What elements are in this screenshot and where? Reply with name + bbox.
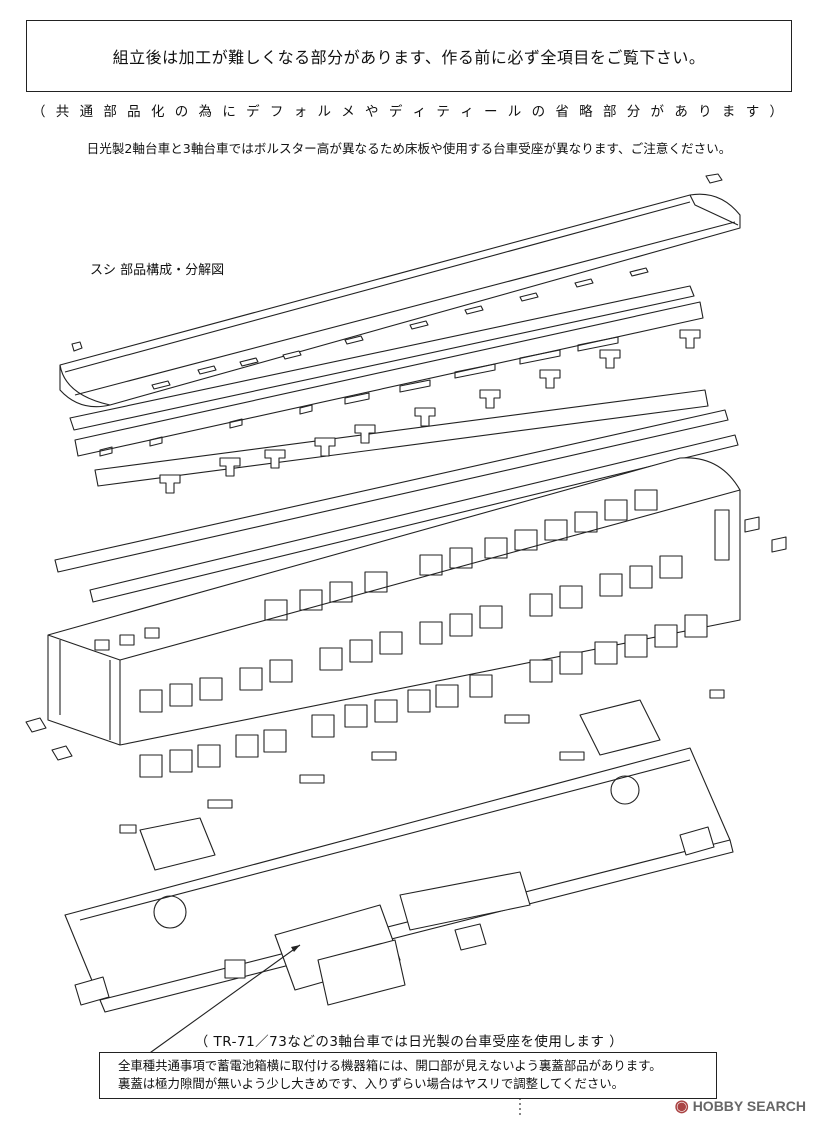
lower-rail-part bbox=[94, 389, 709, 487]
end-part bbox=[744, 516, 760, 533]
gutter-strip-part bbox=[54, 409, 729, 573]
roof-clip-part bbox=[71, 341, 83, 352]
end-part bbox=[51, 745, 73, 761]
leader-line bbox=[139, 944, 301, 1061]
bolster-plate-part bbox=[139, 817, 216, 871]
warning-box: 組立後は加工が難しくなる部分があります、作る前に必ず全項目をご覧下さい。 bbox=[26, 20, 792, 92]
side-rail-part bbox=[69, 285, 695, 431]
step-parts bbox=[119, 689, 725, 834]
ventilator-parts bbox=[159, 329, 701, 494]
arrow-head bbox=[291, 945, 300, 952]
bolster-plate-part bbox=[579, 699, 661, 756]
diagram-title: スシ 部品構成・分解図 bbox=[90, 263, 225, 278]
truck-mount-part bbox=[74, 976, 110, 1006]
roof-clip-part bbox=[705, 173, 723, 184]
hobby-logo-icon: ◉ bbox=[674, 1098, 689, 1115]
simplification-note: （ 共 通 部 品 化 の 為 に デ フ ォ ル メ や デ ィ テ ィ ー … bbox=[31, 104, 787, 120]
watermark: ◉ HOBBY SEARCH bbox=[675, 1096, 806, 1116]
end-part bbox=[25, 717, 47, 733]
roof-fittings bbox=[151, 267, 649, 390]
floor-part bbox=[64, 747, 734, 1013]
roof-part bbox=[59, 193, 741, 408]
footer-note-line: 全車種共通事項で蓄電池箱横に取付ける機器箱には、開口部が見えないよう裏蓋部品があ… bbox=[118, 1058, 662, 1073]
tr71-note: （ TR-71／73などの3軸台車では日光製の台車受座を使用します ） bbox=[194, 1034, 624, 1050]
window-strip-part bbox=[74, 301, 704, 457]
truck-mount-part bbox=[679, 826, 715, 856]
eave-strip-part bbox=[89, 434, 739, 603]
footer-note-box: 全車種共通事項で蓄電池箱横に取付ける機器箱には、開口部が見えないよう裏蓋部品があ… bbox=[99, 1052, 717, 1099]
car-body-part bbox=[47, 457, 741, 746]
warning-text: 組立後は加工が難しくなる部分があります、作る前に必ず全項目をご覧下さい。 bbox=[112, 48, 706, 67]
loose-window-parts bbox=[139, 614, 708, 778]
watermark-text: HOBBY SEARCH bbox=[692, 1098, 806, 1114]
battery-box-part bbox=[224, 871, 531, 1006]
footer-note-line: 裏蓋は極力隙間が無いよう少し大きめです、入りずらい場合はヤスリで調整してください… bbox=[118, 1076, 625, 1091]
end-part bbox=[771, 536, 787, 553]
bolster-note: 日光製2軸台車と3軸台車ではボルスター高が異なるため床板や使用する台車受座が異な… bbox=[86, 141, 732, 156]
